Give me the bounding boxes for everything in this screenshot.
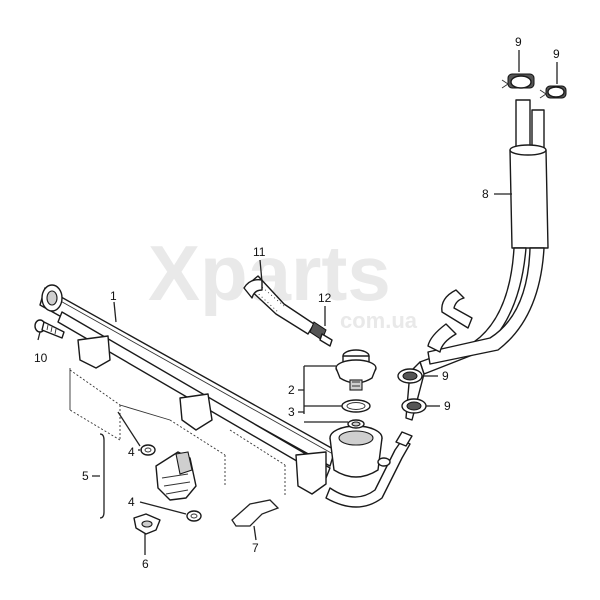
callout-11: 11	[253, 245, 266, 259]
callout-7: 7	[252, 541, 259, 555]
callout-4-lower: 4	[128, 495, 135, 509]
leader-lines	[37, 50, 558, 555]
bolt	[34, 319, 65, 339]
callout-4-upper: 4	[128, 445, 135, 459]
retaining-clip	[133, 513, 161, 535]
callout-8: 8	[482, 187, 489, 201]
hose-clip-mid-lower	[401, 398, 427, 414]
fuel-rail	[39, 284, 413, 508]
hose-clip-mid-upper	[397, 368, 423, 384]
hose-clip-top-right	[539, 85, 567, 99]
callout-6: 6	[142, 557, 149, 571]
o-ring-set-regulator	[341, 399, 371, 429]
callout-9-mid-lower: 9	[444, 399, 451, 413]
fuel-injector	[140, 444, 202, 522]
callout-9-top-left: 9	[515, 35, 522, 49]
callout-9-mid-upper: 9	[442, 369, 449, 383]
callout-10: 10	[34, 351, 48, 365]
pressure-regulator	[335, 349, 377, 391]
wire-clip	[231, 499, 280, 527]
hose-clamp	[309, 321, 333, 347]
fuel-lines	[405, 99, 549, 421]
hose-clip-top-left	[501, 73, 535, 89]
callout-2: 2	[288, 383, 295, 397]
callout-3: 3	[288, 405, 295, 419]
watermark-domain: com.ua	[340, 308, 418, 333]
callout-1: 1	[110, 289, 117, 303]
callout-9-top-right: 9	[553, 47, 560, 61]
callout-5: 5	[82, 469, 89, 483]
callout-12: 12	[318, 291, 332, 305]
